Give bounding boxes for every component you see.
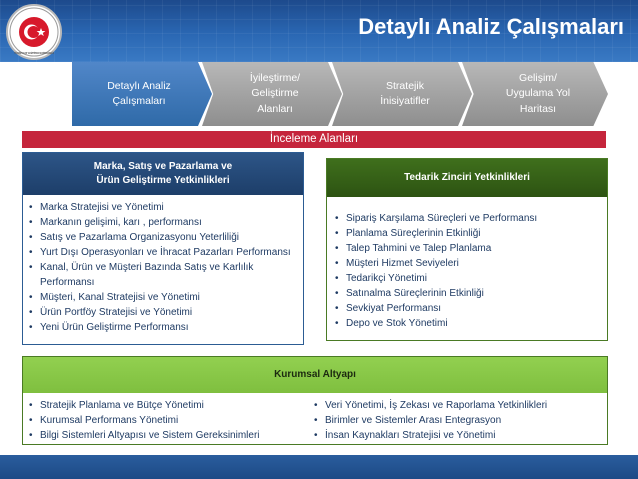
list-item: Marka Stratejisi ve Yönetimi xyxy=(29,200,297,215)
list-item: Sevkiyat Performansı xyxy=(335,301,601,316)
list-item: Birimler ve Sistemler Arası Entegrasyon xyxy=(314,413,599,428)
marketing-list: Marka Stratejisi ve Yönetimi Markanın ge… xyxy=(23,195,303,335)
marketing-panel: Marka, Satış ve Pazarlama ve Ürün Gelişt… xyxy=(22,152,304,345)
page-title: Detaylı Analiz Çalışmaları xyxy=(358,14,624,39)
step-label: Alanları xyxy=(257,102,293,115)
panel-title: Kurumsal Altyapı xyxy=(274,368,356,380)
step-label: Gelişim/ xyxy=(519,72,557,85)
supply-chain-panel-header: Tedarik Zinciri Yetkinlikleri xyxy=(327,159,607,197)
list-item: Kanal, Ürün ve Müşteri Bazında Satış ve … xyxy=(29,260,297,290)
step-label: Detaylı Analiz xyxy=(107,79,171,92)
list-item: Ürün Portföy Stratejisi ve Yönetimi xyxy=(29,305,297,320)
crescent-star-icon: TÜRKİYE CUMHURİYETİ EKONOMİ BAKANLIĞI xyxy=(9,7,59,57)
panel-title: Marka, Satış ve Pazarlama ve xyxy=(93,160,233,172)
list-item: Markanın gelişimi, karı , performansı xyxy=(29,215,297,230)
step-label: Haritası xyxy=(519,102,557,115)
supply-chain-list: Sipariş Karşılama Süreçleri ve Performan… xyxy=(327,197,607,331)
step-label: Çalışmaları xyxy=(112,95,166,107)
list-item: Kurumsal Performans Yönetimi xyxy=(29,413,314,428)
step-label: Uygulama Yol xyxy=(505,87,571,100)
list-item: Talep Tahmini ve Talep Planlama xyxy=(335,241,601,256)
step-detailed-analysis[interactable]: Detaylı Analiz Çalışmaları xyxy=(72,62,212,126)
infrastructure-list-left: Stratejik Planlama ve Bütçe Yönetimi Kur… xyxy=(29,398,314,443)
footer-band xyxy=(0,455,638,479)
step-improvement-areas[interactable]: İyileştirme/ Geliştirme Alanları xyxy=(202,62,342,126)
step-label: İnisiyatifler xyxy=(380,95,430,107)
header-banner xyxy=(0,0,638,62)
step-strategic-initiatives[interactable]: Stratejik İnisiyatifler xyxy=(332,62,472,126)
logo-text: TÜRKİYE CUMHURİYETİ EKONOMİ BAKANLIĞI xyxy=(13,50,55,55)
list-item: Yeni Ürün Geliştirme Performansı xyxy=(29,320,297,335)
list-item: Veri Yönetimi, İş Zekası ve Raporlama Ye… xyxy=(314,398,599,413)
list-item: Satış ve Pazarlama Organizasyonu Yeterli… xyxy=(29,230,297,245)
list-item: Tedarikçi Yönetimi xyxy=(335,271,601,286)
list-item: Müşteri Hizmet Seviyeleri xyxy=(335,256,601,271)
step-label: Geliştirme xyxy=(251,87,299,100)
list-item: Depo ve Stok Yönetimi xyxy=(335,316,601,331)
list-item: Planlama Süreçlerinin Etkinliği xyxy=(335,226,601,241)
list-item: Sipariş Karşılama Süreçleri ve Performan… xyxy=(335,211,601,226)
list-item: İnsan Kaynakları Stratejisi ve Yönetimi xyxy=(314,428,599,443)
list-item: Yurt Dışı Operasyonları ve İhracat Pazar… xyxy=(29,245,297,260)
supply-chain-panel: Tedarik Zinciri Yetkinlikleri Sipariş Ka… xyxy=(326,158,608,341)
panel-title: Tedarik Zinciri Yetkinlikleri xyxy=(404,171,530,183)
step-label: Stratejik xyxy=(386,79,424,92)
marketing-panel-header: Marka, Satış ve Pazarlama ve Ürün Gelişt… xyxy=(23,153,303,195)
list-item: Bilgi Sistemleri Altyapısı ve Sistem Ger… xyxy=(29,428,314,443)
list-item: Stratejik Planlama ve Bütçe Yönetimi xyxy=(29,398,314,413)
step-roadmap[interactable]: Gelişim/ Uygulama Yol Haritası xyxy=(462,62,608,126)
step-label: İyileştirme/ xyxy=(249,72,301,85)
list-item: Satınalma Süreçlerinin Etkinliği xyxy=(335,286,601,301)
ministry-logo: TÜRKİYE CUMHURİYETİ EKONOMİ BAKANLIĞI xyxy=(6,4,62,60)
infrastructure-list-right: Veri Yönetimi, İş Zekası ve Raporlama Ye… xyxy=(314,398,599,443)
infrastructure-panel-header: Kurumsal Altyapı xyxy=(23,357,607,393)
infrastructure-panel: Kurumsal Altyapı Stratejik Planlama ve B… xyxy=(22,356,608,445)
list-item: Müşteri, Kanal Stratejisi ve Yönetimi xyxy=(29,290,297,305)
section-header: İnceleme Alanları xyxy=(22,131,606,148)
panel-title: Ürün Geliştirme Yetkinlikleri xyxy=(96,175,230,186)
process-steps: Detaylı Analiz Çalışmaları İyileştirme/ … xyxy=(72,62,608,128)
